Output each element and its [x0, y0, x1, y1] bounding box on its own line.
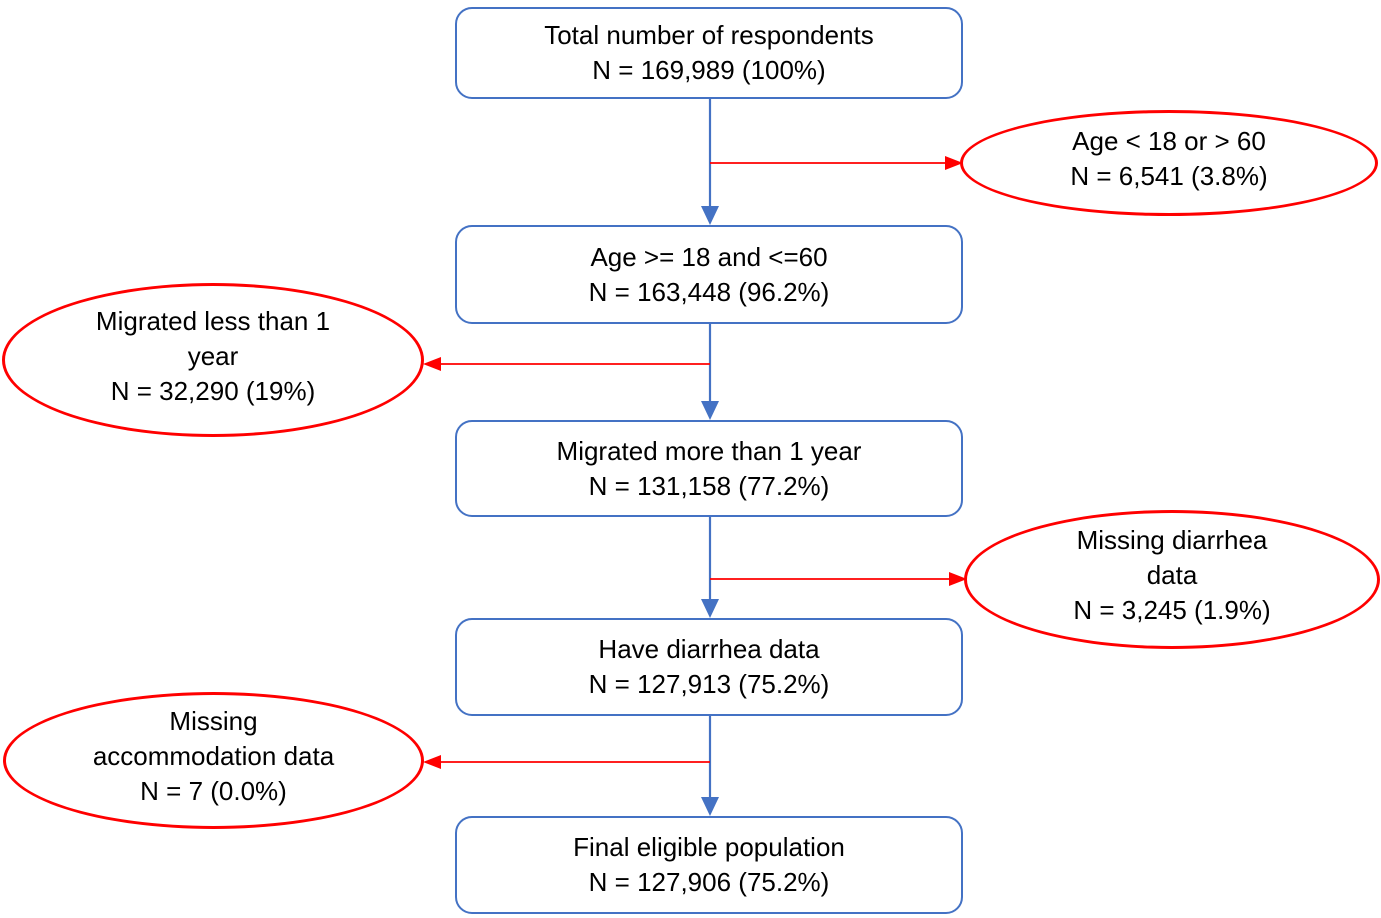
exclusion-migrated-less-than-1-year: Migrated less than 1 year N = 32,290 (19… [2, 283, 424, 437]
node-have-diarrhea-data: Have diarrhea data N = 127,913 (75.2%) [455, 618, 963, 716]
exclusion-missing-accommodation-data: Missing accommodation data N = 7 (0.0%) [3, 692, 424, 829]
node-count: N = 127,906 (75.2%) [588, 867, 830, 897]
node-label: Total number of respondents [544, 20, 874, 50]
node-age-eligible: Age >= 18 and <=60 N = 163,448 (96.2%) [455, 225, 963, 324]
exclusion-arrow-right-2 [710, 572, 967, 586]
node-total-respondents: Total number of respondents N = 169,989 … [455, 7, 963, 99]
flow-arrow-down-4 [701, 716, 719, 816]
exclusion-missing-diarrhea-data: Missing diarrhea data N = 3,245 (1.9%) [964, 510, 1380, 649]
exclusion-arrow-right-1 [710, 156, 963, 170]
exclusion-arrow-left-2 [423, 755, 710, 769]
exclusion-label-2: data [1146, 560, 1198, 590]
exclusion-count: N = 32,290 (19%) [110, 375, 316, 406]
flow-arrow-down-2 [701, 324, 719, 420]
exclusion-label-2: accommodation data [92, 741, 335, 771]
exclusion-label: Missing [169, 706, 258, 736]
exclusion-label: Migrated less than 1 [95, 305, 331, 336]
exclusion-count: N = 7 (0.0%) [140, 776, 287, 806]
node-label: Final eligible population [573, 832, 845, 862]
node-label: Migrated more than 1 year [556, 435, 862, 466]
exclusion-label: Age < 18 or > 60 [1072, 126, 1266, 156]
node-label: Have diarrhea data [598, 634, 820, 664]
exclusion-count: N = 3,245 (1.9%) [1073, 595, 1271, 625]
node-label: Age >= 18 and <=60 [590, 241, 828, 272]
node-count: N = 127,913 (75.2%) [588, 669, 830, 699]
node-migrated-more-than-1-year: Migrated more than 1 year N = 131,158 (7… [455, 420, 963, 517]
node-count: N = 131,158 (77.2%) [588, 470, 830, 501]
node-count: N = 169,989 (100%) [592, 55, 826, 85]
node-final-eligible-population: Final eligible population N = 127,906 (7… [455, 816, 963, 914]
node-count: N = 163,448 (96.2%) [588, 276, 830, 307]
flow-arrow-down-1 [701, 99, 719, 225]
exclusion-arrow-left-1 [423, 357, 710, 371]
exclusion-label-2: year [187, 340, 239, 371]
exclusion-age-out-of-range: Age < 18 or > 60 N = 6,541 (3.8%) [960, 110, 1378, 216]
flow-arrow-down-3 [701, 517, 719, 618]
exclusion-label: Missing diarrhea [1076, 525, 1268, 555]
exclusion-count: N = 6,541 (3.8%) [1070, 161, 1268, 191]
